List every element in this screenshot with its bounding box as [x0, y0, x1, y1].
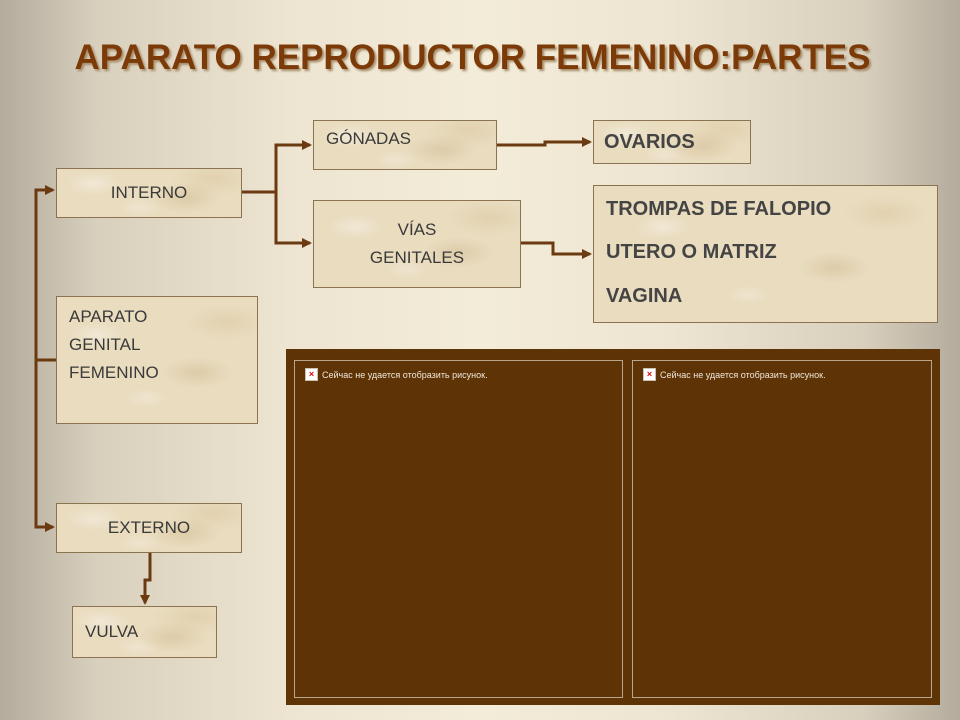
- node-vias-label-line2: GENITALES: [369, 248, 465, 267]
- node-ovarios: OVARIOS: [593, 120, 751, 164]
- node-vias-genitales: VÍAS GENITALES: [313, 200, 521, 288]
- image-error-text-1: Сейчас не удается отобразить рисунок.: [322, 369, 488, 380]
- connector-aparato-interno: [34, 185, 56, 362]
- image-panel: × Сейчас не удается отобразить рисунок. …: [286, 349, 940, 705]
- node-gonadas-label: GÓNADAS: [326, 129, 412, 148]
- node-aparato-genital-femenino: APARATO GENITAL FEMENINO: [56, 296, 258, 424]
- part-trompas: TROMPAS DE FALOPIO: [606, 198, 832, 221]
- connector-interno-gonadas: [242, 140, 312, 194]
- image-error-1: × Сейчас не удается отобразить рисунок.: [305, 368, 488, 381]
- connector-interno-vias: [274, 192, 312, 248]
- broken-image-icon: ×: [305, 368, 318, 381]
- connector-aparato-externo: [34, 360, 55, 532]
- connector-vias-parts: [521, 241, 592, 259]
- node-vulva: VULVA: [72, 606, 217, 658]
- node-gonadas: GÓNADAS: [313, 120, 497, 170]
- node-aparato-label-line2: GENITAL: [69, 335, 141, 354]
- node-vias-parts: TROMPAS DE FALOPIO UTERO O MATRIZ VAGINA: [593, 185, 938, 323]
- connector-gonadas-ovarios: [497, 137, 592, 147]
- node-interno-label: INTERNO: [110, 183, 188, 202]
- node-vias-label-line1: VÍAS: [397, 220, 437, 239]
- image-placeholder-2: × Сейчас не удается отобразить рисунок.: [632, 360, 932, 698]
- part-utero: UTERO O MATRIZ: [606, 241, 777, 264]
- image-error-text-2: Сейчас не удается отобразить рисунок.: [660, 369, 826, 380]
- node-aparato-label-line1: APARATO: [69, 307, 148, 326]
- broken-image-icon: ×: [643, 368, 656, 381]
- part-vagina: VAGINA: [606, 284, 683, 307]
- node-aparato-label-line3: FEMENINO: [69, 363, 159, 382]
- page-title: APARATO REPRODUCTOR FEMENINO:PARTES: [74, 38, 871, 77]
- node-externo: EXTERNO: [56, 503, 242, 553]
- node-externo-label: EXTERNO: [107, 518, 191, 537]
- image-placeholder-1: × Сейчас не удается отобразить рисунок.: [294, 360, 623, 698]
- node-interno: INTERNO: [56, 168, 242, 218]
- node-vulva-label: VULVA: [85, 622, 139, 641]
- node-ovarios-label: OVARIOS: [604, 130, 695, 153]
- image-error-2: × Сейчас не удается отобразить рисунок.: [643, 368, 826, 381]
- connector-externo-vulva: [140, 553, 152, 605]
